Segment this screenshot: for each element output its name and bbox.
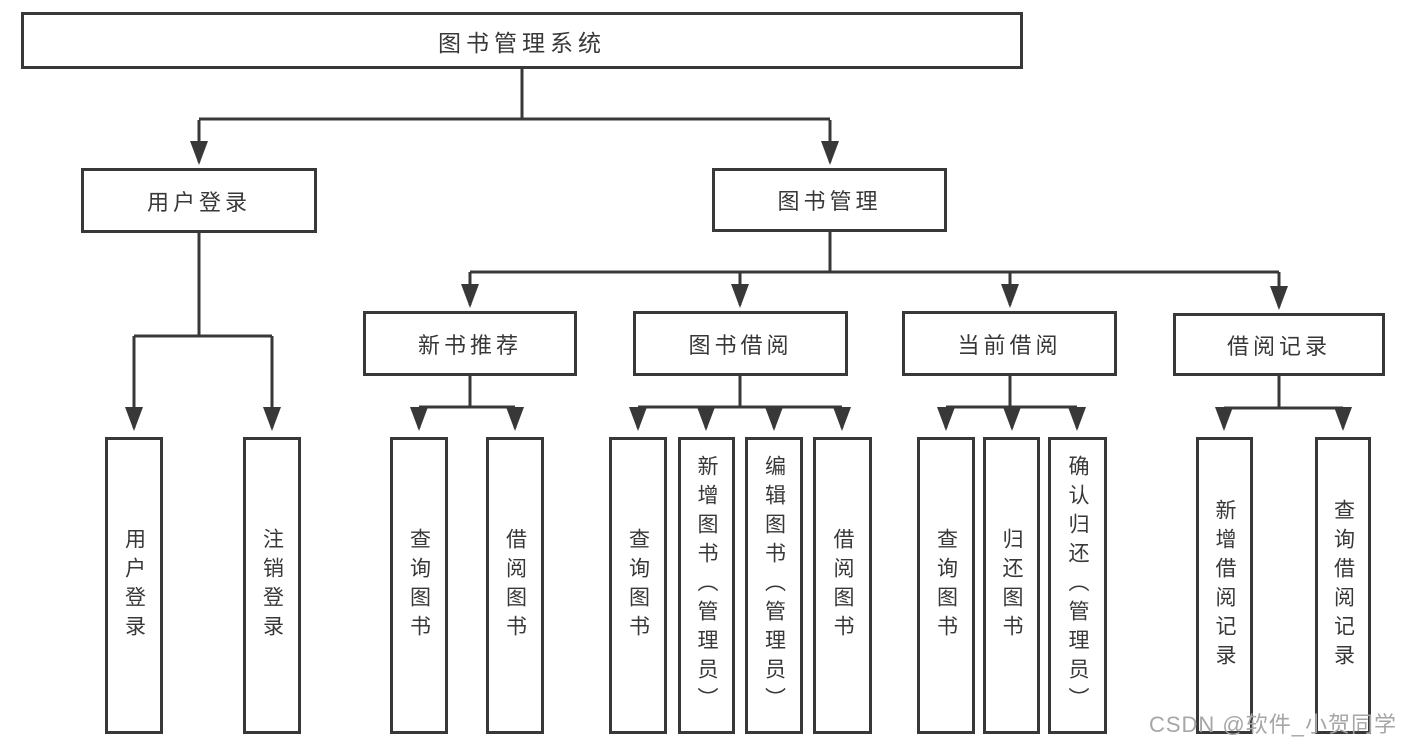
node-label: 新增图书（管理员）	[695, 455, 718, 716]
node-borrow-books-recommend: 借阅图书	[486, 437, 544, 734]
node-label: 用户登录	[122, 527, 146, 644]
node-query-books-borrow: 查询图书	[609, 437, 667, 734]
node-label: 借阅图书	[831, 527, 854, 644]
node-borrow-records: 借阅记录	[1173, 313, 1385, 376]
node-label: 查询图书	[626, 527, 650, 644]
node-return-book: 归还图书	[983, 437, 1040, 734]
node-new-book-recommend: 新书推荐	[363, 311, 577, 376]
node-system: 图书管理系统	[21, 12, 1023, 69]
node-query-books-recommend: 查询图书	[390, 437, 448, 734]
node-logout-action: 注销登录	[243, 437, 301, 734]
node-label: 确认归还（管理员）	[1066, 455, 1089, 716]
watermark: CSDN @软件_小贺同学	[1148, 712, 1397, 737]
node-label: 新增借阅记录	[1213, 498, 1236, 673]
node-label: 注销登录	[260, 527, 284, 644]
node-label: 查询图书	[407, 527, 431, 644]
node-label: 归还图书	[1000, 527, 1023, 644]
node-book-management: 图书管理	[712, 168, 947, 232]
node-label: 编辑图书（管理员）	[762, 455, 786, 716]
node-user-login-action: 用户登录	[105, 437, 163, 734]
node-book-borrow: 图书借阅	[633, 311, 848, 376]
node-confirm-return-admin: 确认归还（管理员）	[1048, 437, 1107, 734]
node-user-login: 用户登录	[81, 168, 317, 233]
node-label: 借阅图书	[503, 527, 527, 644]
node-query-books-current: 查询图书	[917, 437, 975, 734]
node-label: 查询图书	[934, 527, 958, 644]
node-label: 查询借阅记录	[1331, 498, 1355, 673]
node-query-borrow-record: 查询借阅记录	[1315, 437, 1371, 734]
node-add-book-admin: 新增图书（管理员）	[678, 437, 735, 734]
node-current-borrow: 当前借阅	[902, 311, 1117, 376]
node-borrow-books-borrow: 借阅图书	[813, 437, 872, 734]
node-add-borrow-record: 新增借阅记录	[1196, 437, 1253, 734]
node-edit-book-admin: 编辑图书（管理员）	[745, 437, 803, 734]
